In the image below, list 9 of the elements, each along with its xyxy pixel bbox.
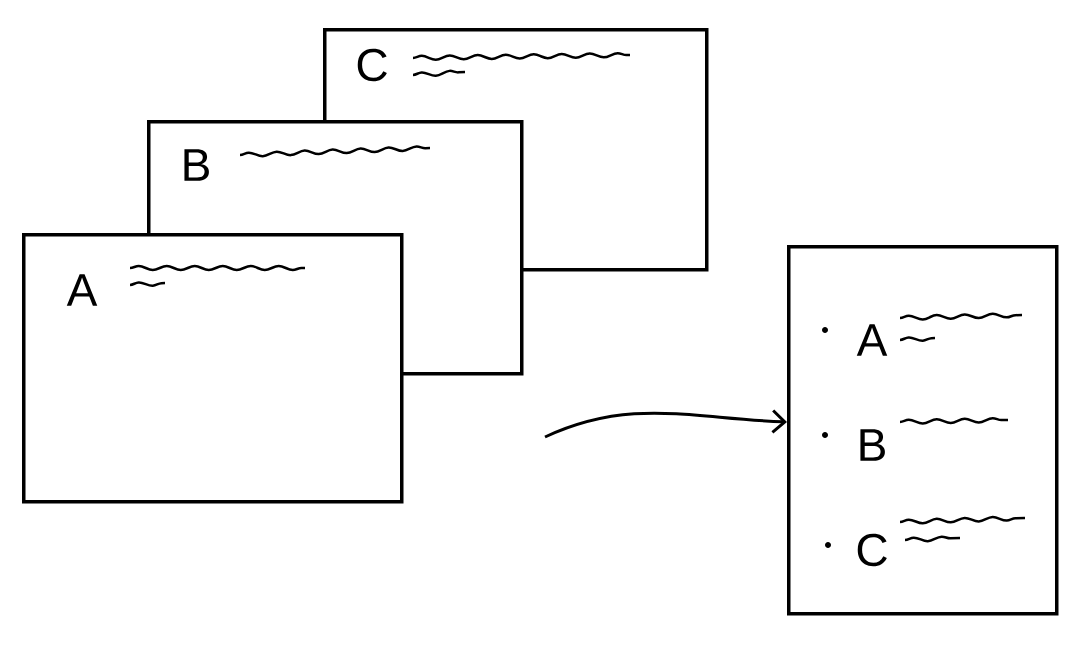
letter-label: B [860, 429, 885, 461]
card [22, 233, 404, 504]
letter-label: A [856, 324, 888, 356]
letter-label: C [857, 533, 887, 567]
letter-label: C [357, 48, 387, 82]
letter-label: B [184, 149, 209, 181]
arrow [544, 409, 787, 439]
letter-label: A [66, 274, 98, 306]
list-card [787, 245, 1059, 616]
